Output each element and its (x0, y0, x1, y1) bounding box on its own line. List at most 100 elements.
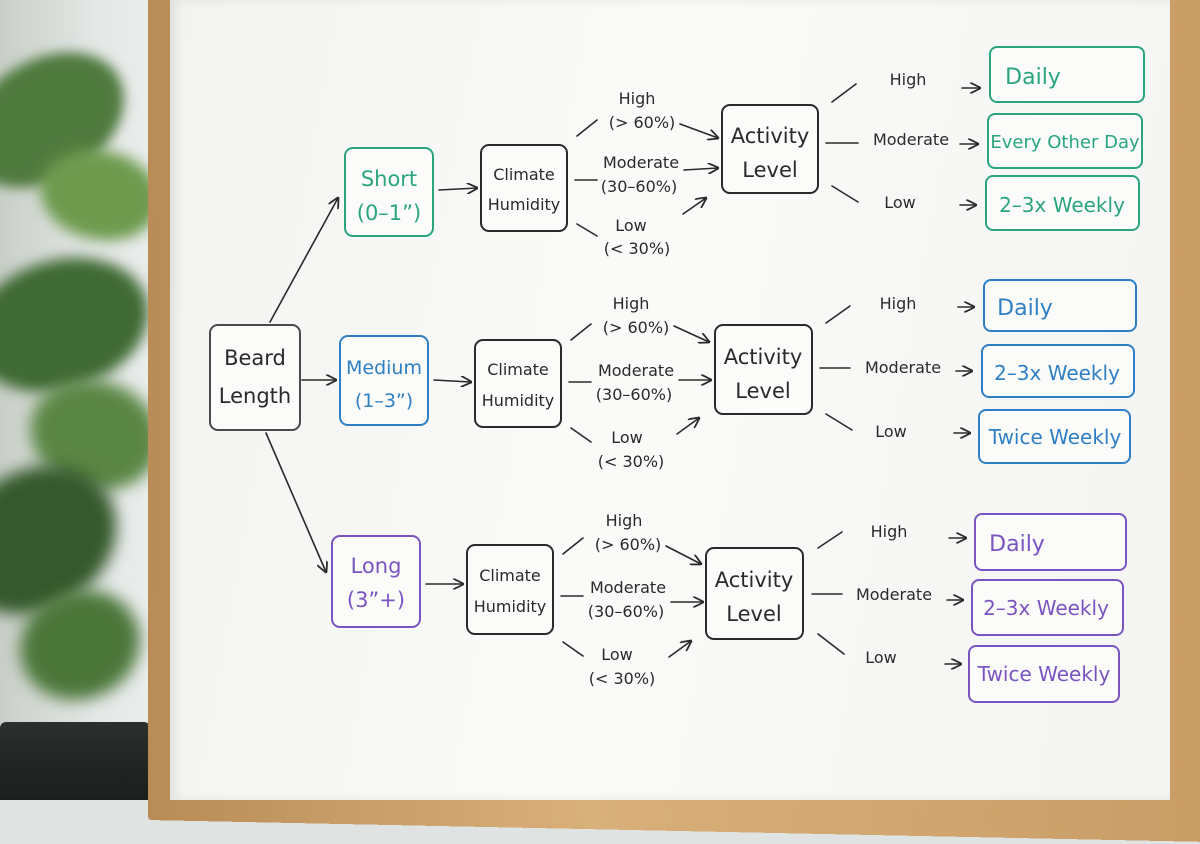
length-label-line1: Short (361, 167, 417, 191)
length-to-climate-arrow (433, 380, 471, 382)
humidity-high-line2: (> 60%) (609, 113, 676, 132)
humidity-to-activity-arrow (683, 168, 718, 170)
activity-low-label: Low (884, 193, 916, 212)
plant-pot (0, 722, 150, 800)
length-label-line2: (1–3”) (355, 390, 413, 412)
root-node-box (209, 324, 301, 431)
activity-label-line2: Level (735, 379, 790, 403)
result-box-high (983, 279, 1137, 332)
result-high: Daily (997, 296, 1053, 321)
humidity-to-activity-arrow (668, 641, 691, 658)
activity-low-label: Low (875, 422, 907, 441)
climate-label-line1: Climate (487, 360, 549, 379)
result-box-moderate (981, 344, 1135, 398)
climate-to-humidity-line (562, 537, 584, 555)
decision-tree-diagram: Beard Length Short (0–1”) Climate Humidi… (209, 46, 1145, 703)
activity-moderate-label: Moderate (865, 358, 941, 377)
activity-label-line2: Level (742, 158, 797, 182)
humidity-low-line1: Low (611, 428, 643, 447)
activity-low-label: Low (865, 648, 897, 667)
result-low: Twice Weekly (988, 425, 1122, 449)
length-label-line1: Long (351, 554, 402, 578)
humidity-moderate-line1: Moderate (590, 578, 666, 597)
activity-label-line1: Activity (731, 124, 810, 148)
activity-to-level-line (817, 531, 843, 549)
branch-long: Long (3”+) Climate Humidity High (> 60%)… (331, 511, 1127, 703)
activity-node-box (705, 547, 804, 640)
humidity-moderate-line1: Moderate (603, 153, 679, 172)
activity-label-line1: Activity (715, 568, 794, 592)
activity-node-box (721, 104, 819, 194)
humidity-to-activity-arrow (682, 198, 706, 215)
result-high: Daily (989, 532, 1045, 557)
activity-to-level-line (817, 633, 845, 655)
result-low: 2–3x Weekly (999, 193, 1125, 217)
length-node-box (339, 335, 429, 426)
humidity-high-line2: (> 60%) (603, 318, 670, 337)
length-to-climate-arrow (438, 188, 477, 190)
climate-node-box (474, 339, 562, 428)
climate-node-box (466, 544, 554, 635)
climate-label-line2: Humidity (488, 195, 561, 214)
humidity-high-line1: High (606, 511, 643, 530)
climate-to-humidity-line (576, 223, 598, 237)
result-high: Daily (1005, 65, 1061, 90)
humidity-low-line2: (< 30%) (598, 452, 665, 471)
result-box-high (974, 513, 1127, 571)
result-moderate: Every Other Day (990, 132, 1140, 153)
climate-to-humidity-line (576, 119, 598, 137)
activity-moderate-label: Moderate (873, 130, 949, 149)
climate-to-humidity-line (570, 323, 592, 341)
branch-short: Short (0–1”) Climate Humidity High (> 60… (344, 46, 1145, 258)
climate-label-line2: Humidity (474, 597, 547, 616)
result-box-low (978, 409, 1131, 464)
branch-medium: Medium (1–3”) Climate Humidity High (> 6… (339, 279, 1137, 471)
activity-label-line2: Level (726, 602, 781, 626)
climate-label-line1: Climate (493, 165, 555, 184)
humidity-high-line1: High (619, 89, 656, 108)
humidity-moderate-line1: Moderate (598, 361, 674, 380)
result-box-low (968, 645, 1120, 703)
length-node-box (331, 535, 421, 628)
activity-to-level-line (825, 413, 853, 431)
humidity-high-line1: High (613, 294, 650, 313)
activity-to-level-line (831, 185, 859, 203)
humidity-low-line1: Low (615, 216, 647, 235)
humidity-moderate-line2: (30–60%) (601, 177, 677, 196)
climate-label-line1: Climate (479, 566, 541, 585)
result-box-low (985, 175, 1140, 231)
activity-to-level-line (825, 305, 851, 324)
root-to-short-arrow (269, 198, 338, 323)
result-box-moderate (987, 113, 1143, 169)
humidity-low-line2: (< 30%) (604, 239, 671, 258)
activity-high-label: High (890, 70, 927, 89)
humidity-moderate-line2: (30–60%) (588, 602, 664, 621)
activity-high-label: High (871, 522, 908, 541)
root-label-line1: Beard (224, 346, 286, 370)
activity-label-line1: Activity (724, 345, 803, 369)
result-low: Twice Weekly (977, 662, 1111, 686)
humidity-low-line2: (< 30%) (589, 669, 656, 688)
activity-moderate-label: Moderate (856, 585, 932, 604)
humidity-to-activity-arrow (679, 123, 718, 138)
activity-node-box (714, 324, 813, 415)
root-node: Beard Length (209, 324, 301, 431)
result-moderate: 2–3x Weekly (994, 361, 1120, 385)
length-label-line1: Medium (346, 357, 422, 379)
humidity-to-activity-arrow (673, 325, 709, 342)
plant-leaf (20, 590, 140, 700)
climate-node-box (480, 144, 568, 232)
humidity-to-activity-arrow (665, 545, 701, 564)
climate-label-line2: Humidity (482, 391, 555, 410)
climate-to-humidity-line (570, 427, 592, 443)
climate-to-humidity-line (562, 641, 584, 657)
result-box-high (989, 46, 1145, 103)
humidity-high-line2: (> 60%) (595, 535, 662, 554)
result-box-moderate (971, 579, 1124, 636)
length-label-line2: (3”+) (347, 588, 405, 612)
root-label-line2: Length (219, 384, 291, 408)
connector-lines (265, 84, 980, 664)
humidity-to-activity-arrow (676, 418, 699, 435)
activity-high-label: High (880, 294, 917, 313)
